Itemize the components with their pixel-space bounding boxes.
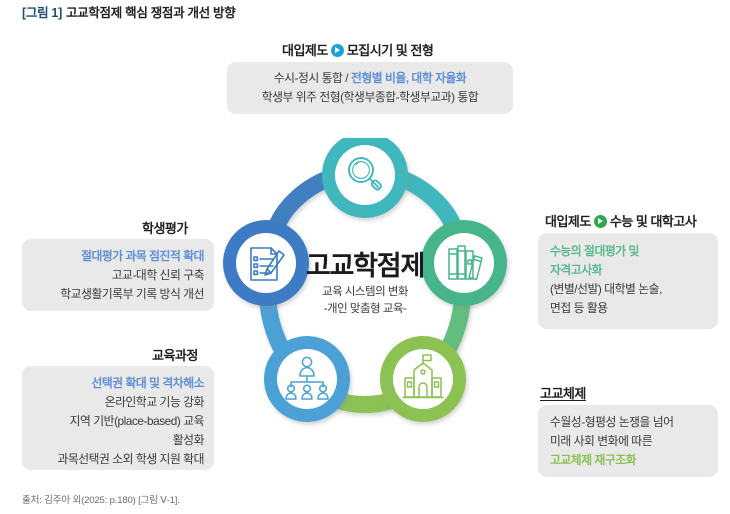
callout-line: 선택권 확대 및 격차해소 <box>91 376 204 390</box>
callout-head-csat-suffix: 수능 및 대학고사 <box>609 214 697 229</box>
figure-caption: [그림 1]고교학점제 핵심 쟁점과 개선 방향 <box>22 2 236 21</box>
center-subtitle-line-2: -개인 맞춤형 교육- <box>323 302 407 315</box>
callout-box-csat: 수능의 절대평가 및 자격고사화 (변별/선발) 대학별 논술, 면접 등 활용 <box>538 233 718 329</box>
callout-line: 학생부 위주 전형(학생부종합-학생부교과) 통합 <box>261 90 479 105</box>
node-top[interactable] <box>322 138 408 218</box>
callout-head-curriculum: 교육과정 <box>152 345 198 364</box>
center-subtitle-line-1: 교육 시스템의 변화 <box>321 286 409 298</box>
callout-head-top: 대입제도 모집시기 및 전형 <box>282 40 434 59</box>
books-icon <box>448 245 483 281</box>
callout-text-highlight: 전형별 비율, 대학 자율화 <box>350 71 467 85</box>
figure-number: [그림 1] <box>22 6 62 20</box>
callout-head-label: 학생평가 <box>142 221 188 236</box>
callout-line: 활성화 <box>172 433 205 448</box>
clipboard-pen-icon <box>250 247 285 281</box>
callout-line: 수월성-형평성 논쟁을 넘어 <box>550 415 674 429</box>
node-right[interactable] <box>421 220 507 306</box>
callout-line: 고교체제 재구조화 <box>550 453 637 468</box>
callout-line: 면접 등 활용 <box>550 301 608 316</box>
callout-box-curriculum: 선택권 확대 및 격차해소 온라인학교 기능 강화 지역 기반(place-ba… <box>22 366 214 470</box>
chevron-right-icon <box>330 44 344 57</box>
pentagon-cycle-diagram: 고교학점제 교육 시스템의 변화 -개인 맞춤형 교육- <box>215 138 515 434</box>
page-title: 고교학점제 핵심 쟁점과 개선 방향 <box>65 6 236 20</box>
callout-head-student-assessment: 학생평가 <box>142 218 188 237</box>
callout-box-top: 수시-정시 통합 / 전형별 비율, 대학 자율화 학생부 위주 전형(학생부종… <box>227 62 513 114</box>
callout-line: 자격고사화 <box>550 263 603 278</box>
callout-box-highschool-system: 수월성-형평성 논쟁을 넘어 미래 사회 변화에 따른 고교체제 재구조화 <box>538 405 718 477</box>
source-note: 출처: 김주아 외(2025: p.180) [그림 Ⅴ-1]. <box>22 495 180 506</box>
callout-head-csat-prefix: 대입제도 <box>545 214 591 229</box>
school-icon <box>402 354 444 399</box>
diagram-svg <box>223 138 507 422</box>
node-bottom-right[interactable] <box>380 336 466 422</box>
node-bottom-left[interactable] <box>264 336 350 422</box>
callout-line: 수시-정시 통합 / 전형별 비율, 대학 자율화 <box>227 69 513 88</box>
diagram-center-subtitle: 교육 시스템의 변화 -개인 맞춤형 교육- <box>215 284 515 317</box>
callout-line: 고교-대학 신뢰 구축 <box>111 268 205 283</box>
callout-line: 수능의 절대평가 및 <box>550 244 639 258</box>
callout-line: 절대평가 과목 점진적 확대 <box>81 249 204 263</box>
diagram-center-title: 고교학점제 <box>305 251 425 281</box>
callout-line: 지역 기반(place-based) 교육 <box>69 414 205 429</box>
callout-head-label: 교육과정 <box>152 348 198 363</box>
callout-line: 과목선택권 소외 학생 지원 확대 <box>57 452 204 467</box>
callout-line: 온라인학교 기능 강화 <box>104 395 205 410</box>
chevron-right-icon <box>593 215 607 228</box>
callout-line: 미래 사회 변화에 따른 <box>550 434 653 449</box>
node-left[interactable] <box>223 220 309 306</box>
magnifier-icon <box>348 157 382 191</box>
callout-head-top-suffix: 모집시기 및 전형 <box>346 43 434 58</box>
callout-text-plain: 수시-정시 통합 / <box>273 71 351 85</box>
callout-box-student-assessment: 절대평가 과목 점진적 확대 고교-대학 신뢰 구축 학교생활기록부 기록 방식… <box>22 239 214 311</box>
callout-head-highschool-system: 고교체제 <box>540 383 586 402</box>
callout-head-label: 고교체제 <box>540 386 586 401</box>
people-group-icon <box>285 356 329 400</box>
callout-line: (변별/선발) 대학별 논술, <box>550 282 662 297</box>
callout-head-top-prefix: 대입제도 <box>282 43 328 58</box>
callout-head-csat: 대입제도 수능 및 대학고사 <box>545 211 697 230</box>
callout-line: 학교생활기록부 기록 방식 개선 <box>60 287 204 302</box>
